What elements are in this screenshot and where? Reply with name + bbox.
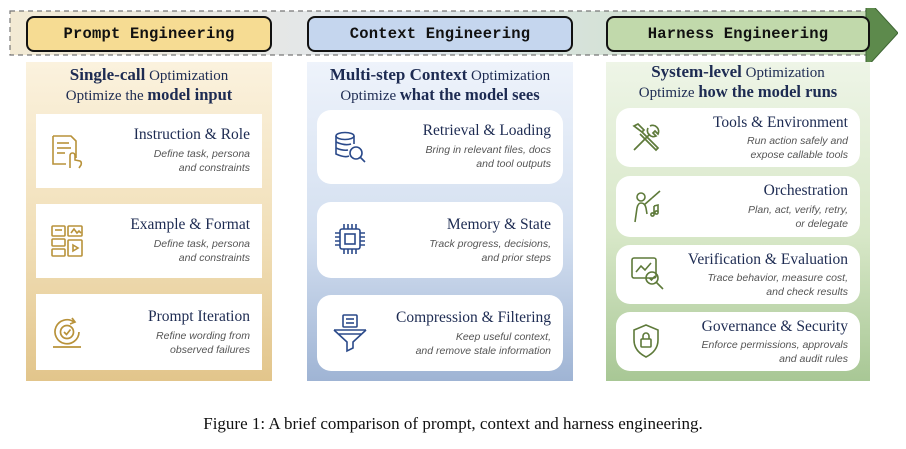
stage-harness-engineering: Harness Engineering bbox=[606, 16, 870, 52]
card-instruction-role: Instruction & Role Define task, persona … bbox=[36, 114, 262, 188]
figure-caption: Figure 1: A brief comparison of prompt, … bbox=[203, 414, 703, 433]
card-tools-environment: Tools & Environment Run action safely an… bbox=[616, 108, 860, 167]
prompt-engineering-column: Single-call Optimization Optimize the mo… bbox=[26, 62, 272, 381]
shield-lock-icon bbox=[633, 324, 659, 358]
context-heading-emphasis: Multi-step Context bbox=[329, 65, 468, 84]
card-description-line1: Define task, persona bbox=[153, 238, 250, 250]
card-description-line2: and remove stale information bbox=[415, 345, 551, 357]
stage-prompt-engineering: Prompt Engineering bbox=[26, 16, 272, 52]
card-description-line1: Trace behavior, measure cost, bbox=[707, 272, 848, 284]
card-orchestration: Orchestration Plan, act, verify, retry, … bbox=[616, 176, 860, 237]
context-engineering-column: Multi-step Context Optimization Optimize… bbox=[307, 62, 573, 381]
document-hand-icon bbox=[52, 135, 83, 169]
refresh-check-icon bbox=[53, 317, 81, 348]
card-description-line2: and check results bbox=[766, 286, 848, 298]
card-title: Memory & State bbox=[446, 216, 551, 233]
funnel-icon bbox=[333, 314, 367, 353]
card-title: Orchestration bbox=[763, 182, 848, 199]
harness-engineering-column: System-level Optimization Optimize how t… bbox=[606, 62, 870, 381]
card-example-format: Example & Format Define task, persona an… bbox=[36, 204, 262, 278]
card-description-line1: Track progress, decisions, bbox=[429, 238, 551, 250]
card-title: Example & Format bbox=[130, 216, 250, 233]
harness-subheading-emphasis: how the model runs bbox=[698, 82, 838, 101]
prompt-heading-emphasis: Single-call bbox=[69, 65, 146, 84]
card-title: Prompt Iteration bbox=[147, 308, 250, 325]
card-title: Compression & Filtering bbox=[396, 309, 551, 326]
card-title: Tools & Environment bbox=[713, 114, 848, 131]
context-subheading-rest: Optimize bbox=[340, 88, 400, 104]
prompt-column-heading-line1: Single-call Optimization bbox=[26, 65, 272, 86]
harness-heading-emphasis: System-level bbox=[651, 62, 742, 81]
harness-subheading-rest: Optimize bbox=[638, 85, 699, 101]
card-retrieval-loading: Retrieval & Loading Bring in relevant fi… bbox=[317, 110, 563, 184]
card-description-line1: Keep useful context, bbox=[455, 331, 551, 343]
database-search-icon bbox=[335, 131, 366, 163]
context-column-heading-line2: Optimize what the model sees bbox=[307, 85, 573, 106]
prompt-subheading-rest: Optimize the bbox=[65, 88, 148, 104]
card-governance-security: Governance & Security Enforce permission… bbox=[616, 312, 860, 371]
card-description-line2: or delegate bbox=[795, 218, 848, 230]
harness-heading-rest: Optimization bbox=[741, 65, 825, 81]
chart-magnifier-icon bbox=[631, 257, 664, 290]
card-title: Instruction & Role bbox=[133, 126, 250, 143]
prompt-heading-rest: Optimization bbox=[145, 68, 229, 84]
stage-context-engineering: Context Engineering bbox=[307, 16, 573, 52]
card-description-line1: Run action safely and bbox=[747, 135, 848, 147]
card-title: Governance & Security bbox=[701, 318, 848, 335]
card-description-line2: and audit rules bbox=[779, 353, 848, 365]
card-description-line2: and tool outputs bbox=[476, 158, 551, 170]
context-heading-rest: Optimization bbox=[467, 68, 551, 84]
prompt-column-heading-line2: Optimize the model input bbox=[26, 85, 272, 106]
chip-icon bbox=[335, 224, 365, 254]
card-description-line1: Define task, persona bbox=[153, 148, 250, 160]
tools-icon bbox=[632, 122, 660, 152]
card-description-line1: Enforce permissions, approvals bbox=[701, 339, 848, 351]
harness-column-heading-line2: Optimize how the model runs bbox=[606, 82, 870, 103]
card-description-line2: observed failures bbox=[170, 344, 250, 356]
card-memory-state: Memory & State Track progress, decisions… bbox=[317, 202, 563, 278]
card-title: Verification & Evaluation bbox=[687, 251, 848, 268]
card-verification-evaluation: Verification & Evaluation Trace behavior… bbox=[616, 245, 860, 304]
layout-grid-icon bbox=[51, 225, 83, 257]
card-description-line1: Plan, act, verify, retry, bbox=[748, 204, 848, 216]
card-compression-filtering: Compression & Filtering Keep useful cont… bbox=[317, 295, 563, 371]
card-description-line1: Bring in relevant files, docs bbox=[425, 144, 551, 156]
card-description-line1: Refine wording from bbox=[156, 330, 250, 342]
card-description-line2: and constraints bbox=[178, 162, 250, 174]
context-column-heading-line1: Multi-step Context Optimization bbox=[307, 65, 573, 86]
card-prompt-iteration: Prompt Iteration Refine wording from obs… bbox=[36, 294, 262, 370]
card-description-line2: expose callable tools bbox=[750, 149, 848, 161]
harness-column-heading-line1: System-level Optimization bbox=[606, 62, 870, 83]
conductor-icon bbox=[634, 190, 661, 223]
card-title: Retrieval & Loading bbox=[422, 122, 551, 139]
prompt-subheading-emphasis: model input bbox=[147, 85, 233, 104]
context-subheading-emphasis: what the model sees bbox=[399, 85, 540, 104]
card-description-line2: and prior steps bbox=[481, 252, 551, 264]
card-description-line2: and constraints bbox=[178, 252, 250, 264]
